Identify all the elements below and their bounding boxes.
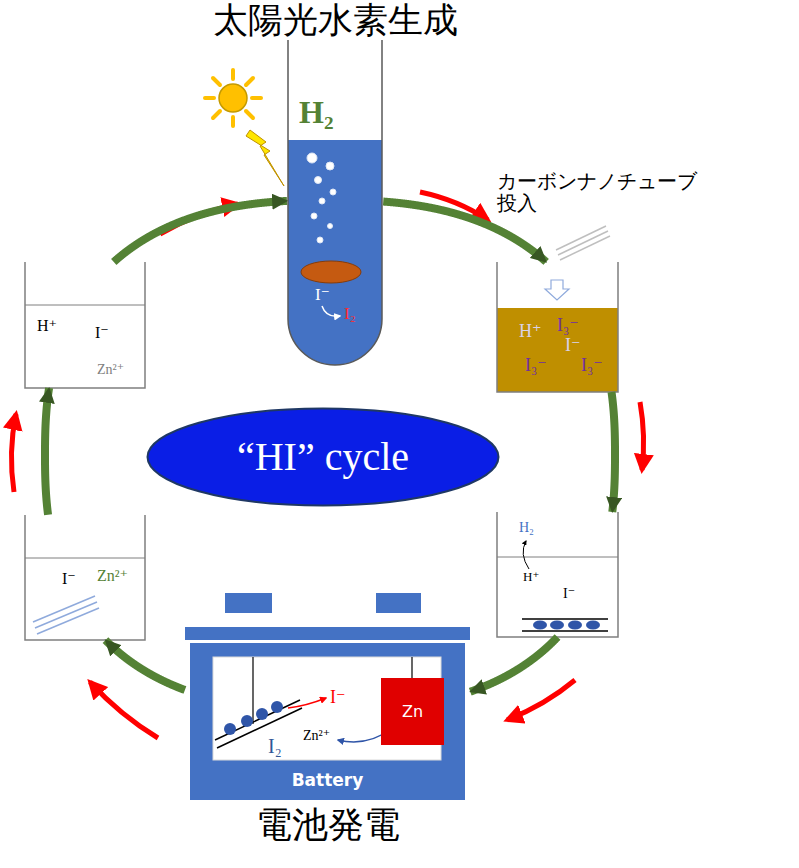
zinc-electrode: Zn — [381, 678, 444, 745]
cycle-connector — [470, 637, 557, 692]
test-tube — [288, 40, 382, 365]
battery — [185, 593, 470, 800]
beaker — [25, 262, 145, 388]
cycle-connector — [105, 640, 184, 690]
chem-label: I₃⁻ — [557, 316, 579, 336]
chem-label: I⁻ — [565, 336, 581, 356]
cycle-arrow — [640, 402, 644, 470]
cycle-arrow — [11, 414, 16, 492]
cycle-arrow — [507, 680, 575, 720]
beaker — [25, 515, 145, 640]
carbon-nanotubes — [556, 226, 610, 260]
beaker-node: I⁻ Zn²⁺ — [25, 515, 145, 640]
annotation: カーボンナノチューブ 投入 — [497, 170, 712, 214]
chem-label: I₃⁻ — [581, 356, 603, 376]
chem-label: I₃⁻ — [525, 356, 547, 376]
chem-label: I⁻ — [563, 586, 575, 601]
battery-label: Battery — [185, 771, 470, 790]
beaker-node: H₂ H⁺ I⁻ — [497, 512, 618, 637]
chem-label: I⁻ — [330, 688, 346, 708]
battery-node: I⁻I₂Zn²⁺Battery電池発電Zn — [185, 593, 470, 800]
chem-label: H⁺ — [519, 322, 542, 342]
chem-label: I₂ — [268, 735, 282, 757]
chem-label: Zn — [381, 703, 444, 721]
chem-label: H⁺ — [523, 570, 539, 584]
cycle-connector — [612, 392, 615, 512]
chem-label: I⁻ — [315, 286, 330, 305]
lightning-icon — [246, 130, 284, 186]
chem-label: I⁻ — [62, 570, 76, 588]
cycle-arrow — [90, 682, 158, 738]
chem-label: I⁻ — [95, 324, 109, 342]
cycle-connector — [45, 388, 49, 515]
chem-label: Zn²⁺ — [303, 728, 330, 743]
cycle-ellipse: “HI” cycle — [146, 407, 500, 507]
test-tube-node: 太陽光水素生成H₂I⁻I₂ — [287, 40, 383, 365]
chem-label: Zn²⁺ — [97, 567, 128, 585]
chem-label: H⁺ — [37, 317, 57, 335]
cycle-connector — [114, 201, 287, 262]
sun-icon — [205, 70, 261, 126]
beaker — [497, 512, 618, 637]
chem-label: H₂ — [519, 520, 534, 535]
beaker-node: H⁺ I⁻ Zn²⁺ — [25, 262, 145, 388]
chem-label: H₂ — [299, 95, 333, 130]
beaker-node: H⁺I₃⁻I⁻I₃⁻I₃⁻ — [497, 262, 618, 392]
heading: 太陽光水素生成 — [177, 1, 493, 40]
chem-label: I₂ — [344, 305, 356, 324]
chem-label: Zn²⁺ — [97, 362, 124, 377]
cycle-title: “HI” cycle — [146, 435, 500, 479]
heading: 電池発電 — [185, 805, 470, 845]
beaker — [497, 262, 618, 392]
catalyst — [301, 261, 361, 283]
